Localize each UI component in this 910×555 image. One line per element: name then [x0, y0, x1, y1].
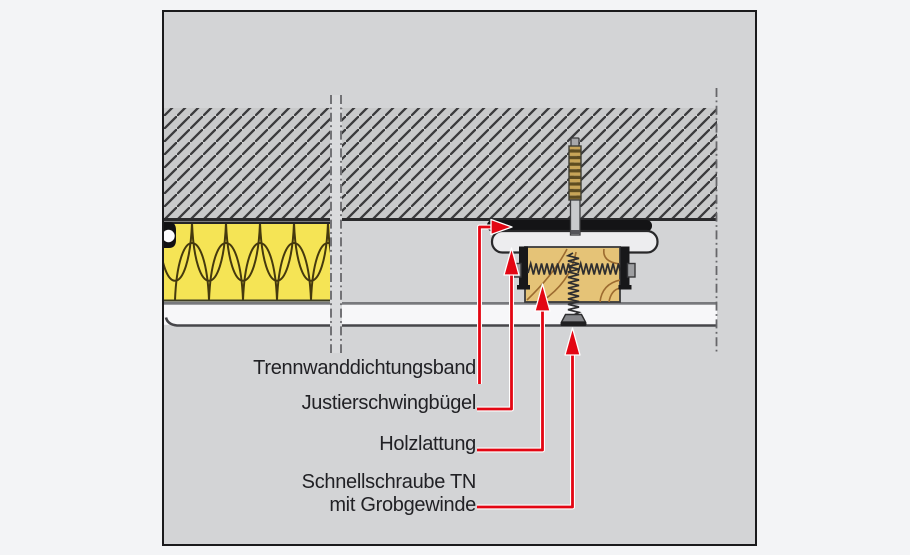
leader-drywall-screw: [477, 327, 581, 510]
leader-sealing-tape: [477, 218, 513, 384]
side-screw-right: [577, 260, 636, 278]
arrowhead-up-icon: [503, 247, 520, 276]
callout-label-holzlattung: Holzlattung: [379, 433, 476, 455]
drywall-screw: [560, 252, 587, 326]
callout-label-schnellschraube-line2: mit Grobgewinde: [329, 494, 476, 516]
concrete-slab: [164, 108, 717, 221]
leader-lines: [477, 218, 581, 510]
sealing-tape: [487, 220, 652, 232]
insulation-batt: [164, 221, 330, 302]
arrowhead-up-icon: [534, 283, 551, 312]
plasterboard: [164, 302, 717, 327]
clamp-left: [517, 246, 530, 290]
arrowhead-right-icon: [490, 218, 513, 236]
arrowhead-up-icon: [564, 327, 581, 356]
construction-detail-drawing: [164, 12, 755, 544]
clamp-right: [618, 246, 632, 290]
hanger-cutoff: [164, 222, 176, 248]
section-break-left: [330, 95, 342, 353]
leader-swing-bracket: [477, 247, 520, 412]
callout-label-trennwanddichtungsband: Trennwanddichtungsband: [253, 357, 476, 379]
diagram-frame: [162, 10, 757, 546]
anchor-screw: [568, 137, 582, 236]
callout-label-justierschwingbuegel: Justierschwingbügel: [301, 392, 477, 414]
callout-label-schnellschraube-line1: Schnellschraube TN: [301, 471, 477, 493]
leader-wood-batten: [477, 283, 551, 453]
